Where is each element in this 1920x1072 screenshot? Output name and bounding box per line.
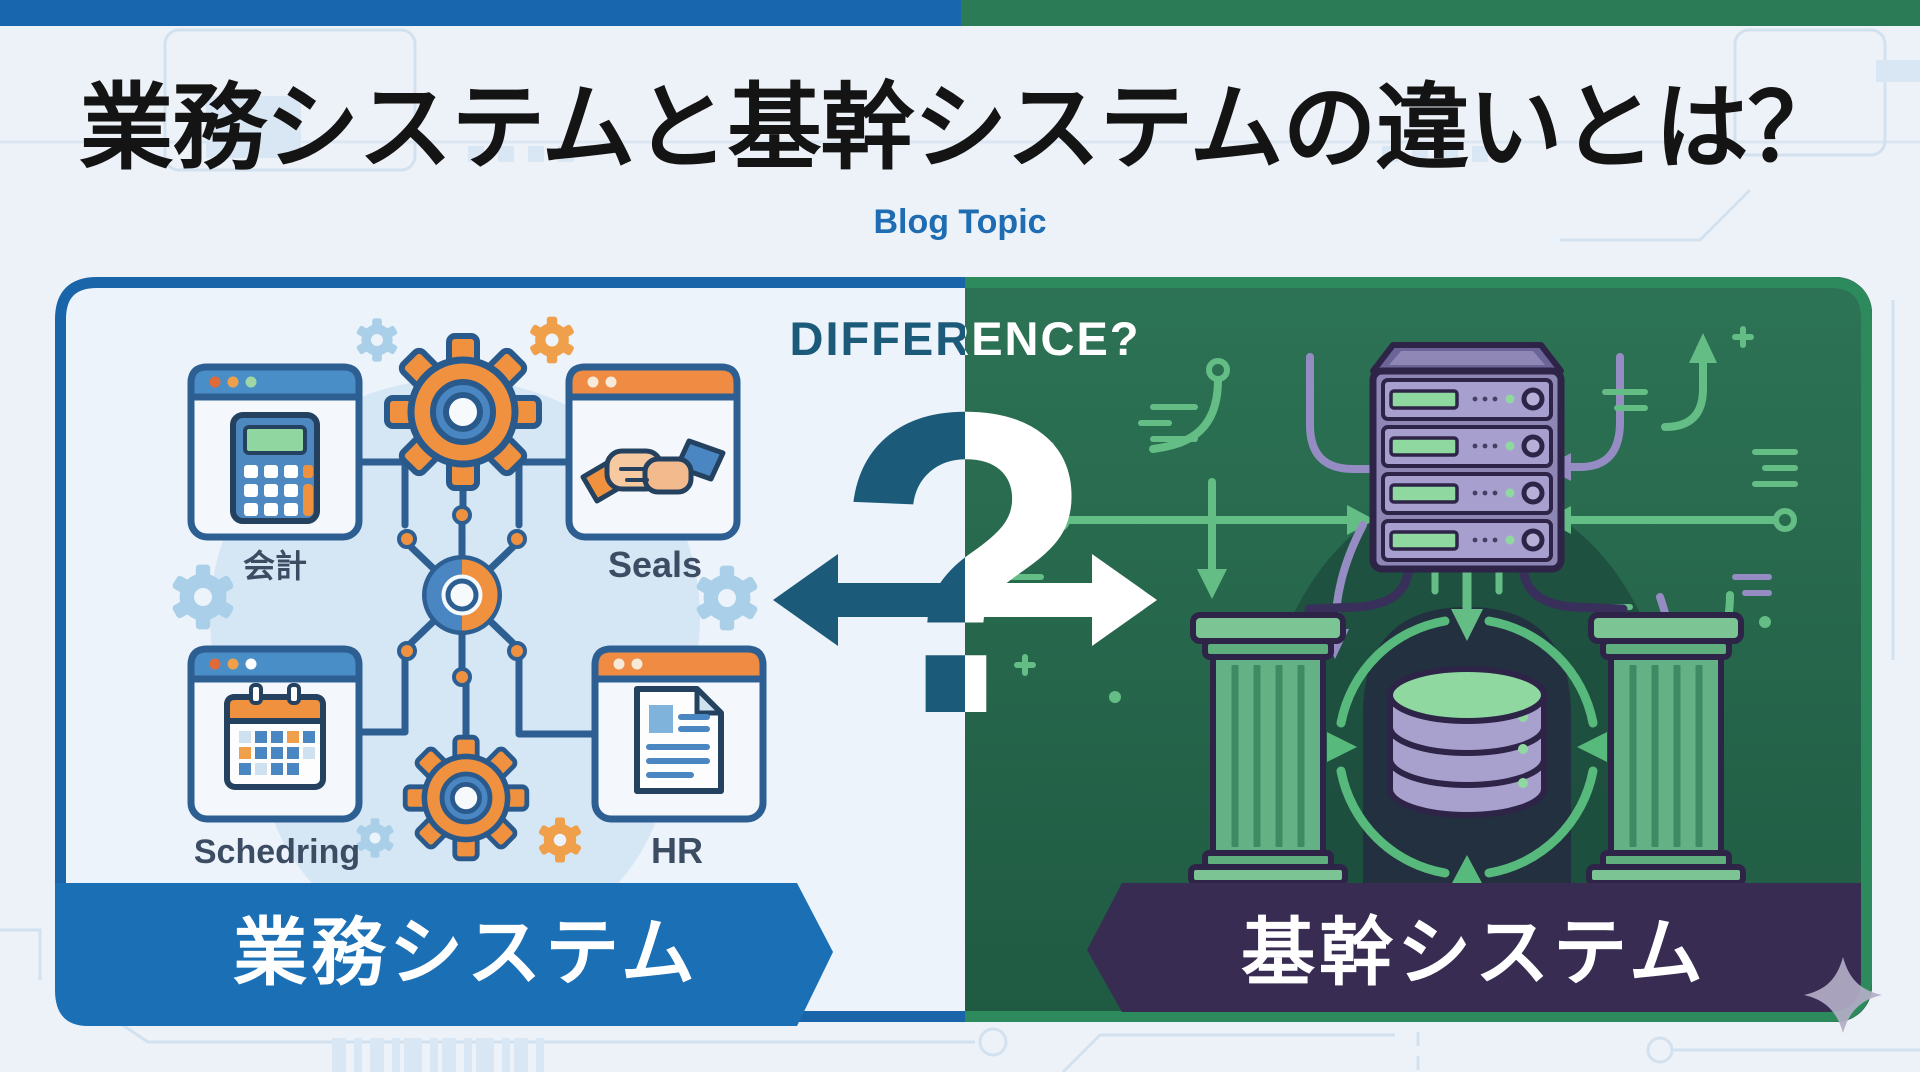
right-panel-core-systems [965, 277, 1872, 1022]
connector-nodes [397, 505, 527, 687]
small-gear-icon [355, 318, 399, 362]
hr-card [591, 645, 767, 823]
hub-icon [422, 555, 502, 635]
small-gear-icon [695, 565, 759, 631]
sales-card [565, 363, 741, 541]
left-panel-business-systems: 会計 Seals Schedring HR [55, 277, 965, 1022]
barcode-stripes [332, 1038, 544, 1072]
scheduling-card [187, 645, 363, 823]
scheduling-label: Schedring [194, 833, 360, 871]
server-rack-icon [1369, 342, 1565, 573]
page-title: 業務システムと基幹システムの違いとは？ [79, 75, 1841, 180]
business-systems-diagram: 会計 Seals Schedring HR [55, 277, 965, 1022]
small-gear-icon [529, 316, 575, 364]
page-subtitle: Blog Topic [873, 203, 1047, 241]
pillar-icon [1589, 615, 1743, 883]
calculator-icon [230, 412, 320, 524]
sync-circle-arrows [1327, 616, 1607, 883]
hr-label: HR [651, 830, 703, 871]
pillar-icon [1191, 615, 1345, 883]
gear-icon [387, 336, 539, 488]
top-bar-blue [0, 0, 961, 26]
rack-connectors [1304, 558, 1628, 641]
sales-label: Seals [608, 544, 702, 585]
circuit-fills [206, 60, 1920, 1072]
accounting-label: 会計 [243, 548, 307, 584]
gear-icon [405, 737, 527, 859]
database-icon [1387, 666, 1547, 818]
top-bar-green [961, 0, 1920, 26]
calendar-icon [224, 683, 326, 790]
accounting-card [187, 363, 363, 541]
document-icon [634, 686, 724, 794]
handshake-icon [580, 438, 726, 504]
core-systems-diagram [965, 277, 1872, 1022]
